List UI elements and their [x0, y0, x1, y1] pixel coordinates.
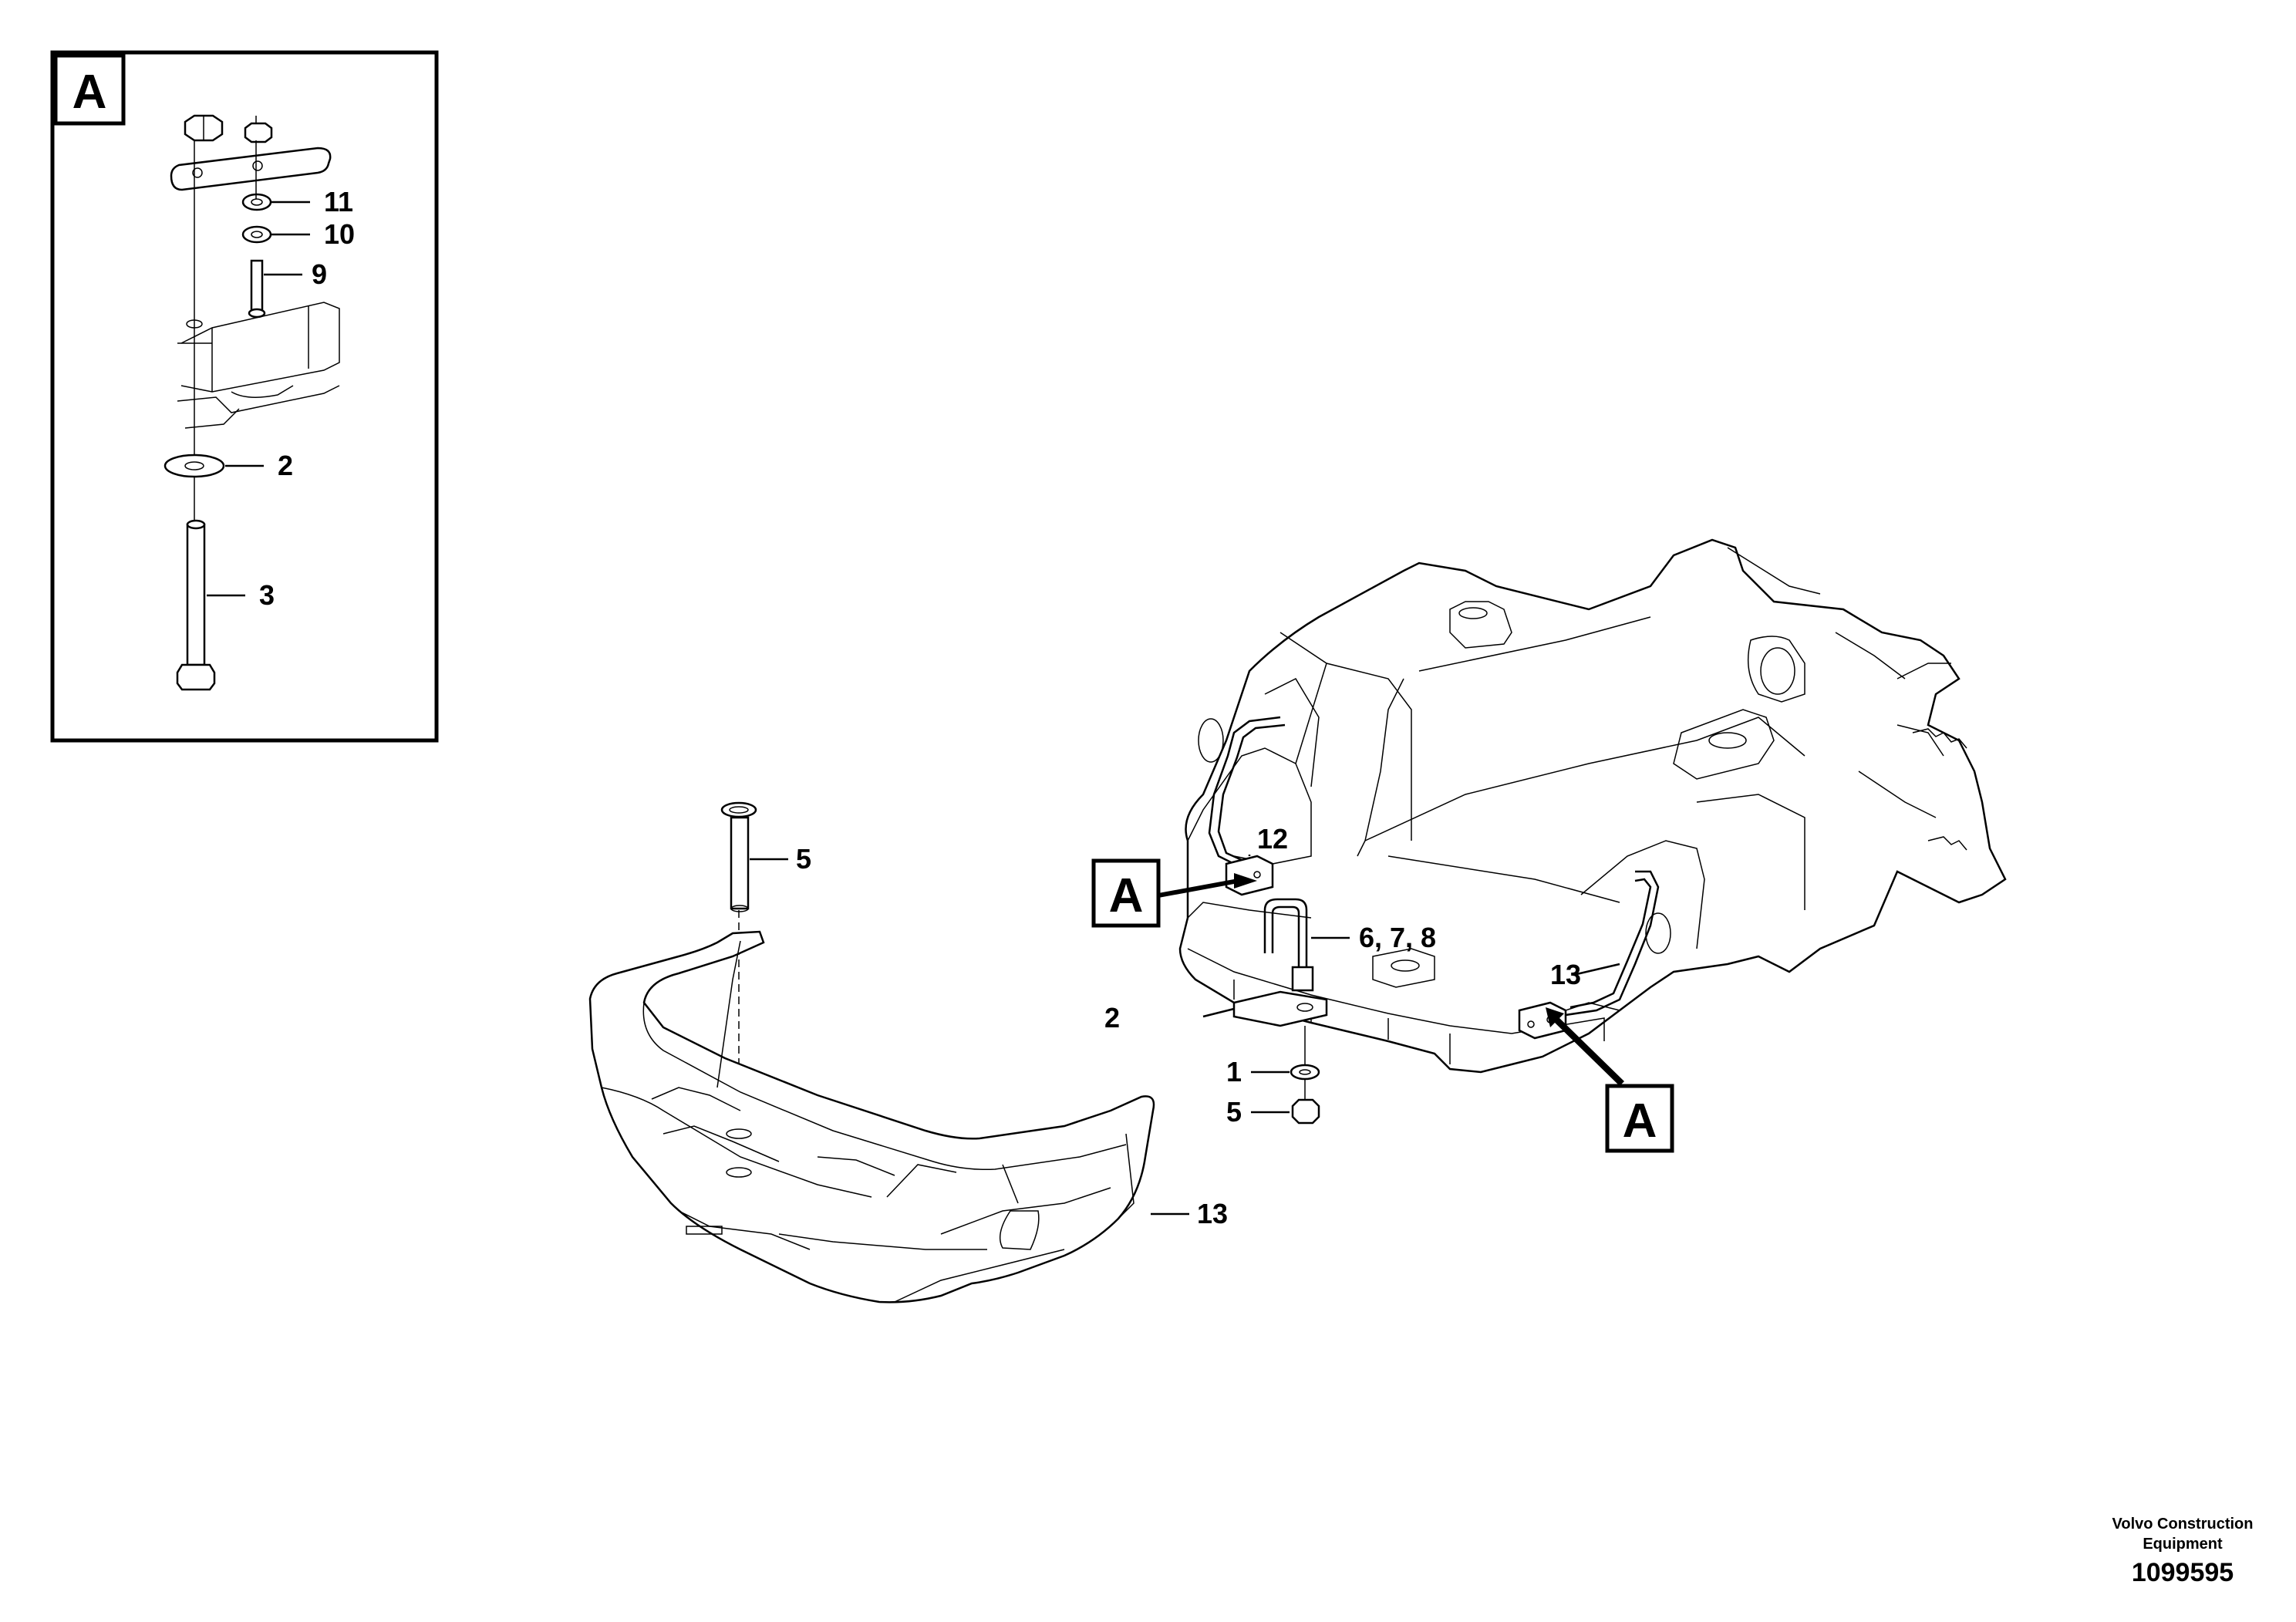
lifting-pin-4 — [720, 801, 757, 912]
nut-right — [244, 116, 273, 143]
nut-left — [184, 114, 224, 142]
callout-5-upper: 12 — [1257, 823, 1288, 855]
callout-11: 11 — [324, 186, 353, 218]
document-number: 1099595 — [2132, 1558, 2234, 1587]
callout-12: 6, 7, 8 — [1359, 922, 1436, 953]
callout-5-lower: 13 — [1550, 959, 1581, 990]
callout-4: 5 — [796, 843, 811, 875]
callout-13: 13 — [1197, 1198, 1228, 1229]
washer-11 — [241, 193, 272, 211]
bolt-3 — [186, 523, 206, 666]
callout-6-7-8: 2 — [1104, 1002, 1120, 1034]
detail-view-a: A — [50, 50, 439, 743]
clamp-plate — [170, 147, 332, 191]
view-marker-a-left: A — [1091, 858, 1257, 928]
view-marker-a-right: A — [1546, 1007, 1674, 1153]
svg-text:A: A — [1623, 1094, 1657, 1148]
callout-2-main: 1 — [1226, 1056, 1242, 1088]
company-line-2: Equipment — [2143, 1536, 2223, 1553]
title-block: Volvo Construction Equipment 1099595 — [2112, 1516, 2254, 1587]
hose-bracket-left — [1225, 855, 1274, 896]
u-bolt-12 — [1263, 898, 1314, 992]
frame-section — [177, 302, 340, 429]
bolt-9 — [250, 259, 264, 313]
callout-10: 10 — [324, 218, 355, 250]
callout-1: 5 — [1226, 1096, 1242, 1128]
detail-label: A — [72, 66, 107, 119]
company-line-1: Volvo Construction — [2112, 1516, 2254, 1533]
callout-2-detail: 2 — [278, 450, 293, 481]
washer-2-main — [1290, 1064, 1320, 1081]
machine-frame — [1178, 538, 2007, 1074]
hose-5-right — [1565, 870, 1660, 1017]
callout-3: 3 — [259, 579, 275, 611]
detail-label-box — [53, 53, 126, 126]
plate-6-7-8 — [1232, 990, 1328, 1027]
callout-9: 9 — [312, 258, 327, 290]
svg-text:A: A — [1109, 869, 1144, 922]
counterweight-assembly: 5 — [588, 801, 1155, 1303]
detail-frame — [50, 50, 439, 743]
nut-1 — [1291, 1098, 1320, 1125]
washer-2-detail — [164, 454, 225, 478]
washer-10 — [241, 225, 272, 244]
